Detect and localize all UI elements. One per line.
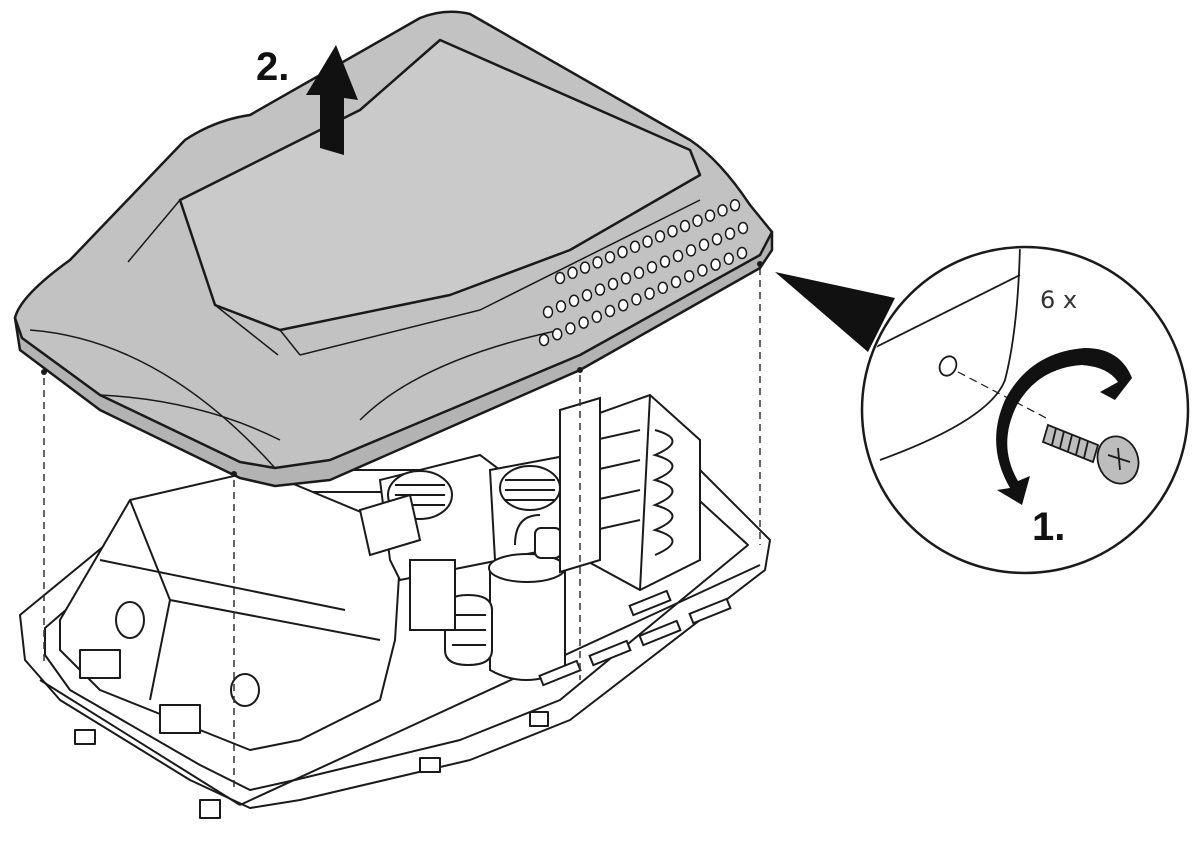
compressor-terminal [534,527,562,559]
up-arrow-icon [306,45,358,155]
base-foot [419,757,441,773]
vent-hole [657,281,669,295]
vent-hole [711,232,723,246]
vent-hole [579,261,591,274]
vent-hole [604,304,616,318]
vent-hole [654,230,666,243]
screw-count-label: 6 x [1040,286,1077,314]
screw-hole [41,369,47,375]
vent-hole [672,249,684,263]
cover-edge-detail [869,274,1021,351]
base-foot [199,799,221,819]
vent-hole [697,264,708,277]
vent-hole [710,258,721,271]
screw-hole [231,471,237,477]
compressor [409,514,566,681]
vent-hole [591,310,603,324]
vent-hole [724,227,736,240]
vent-hole [581,288,593,302]
vent-hole [679,219,691,233]
step-1-label: 1. [1032,505,1065,549]
cover-vents [538,198,749,347]
vent-hole [617,245,628,259]
vent-hole [692,214,703,228]
base-vent-slots [538,589,732,687]
vent-hole [551,327,563,341]
screw-axis-line [957,371,1051,421]
screw-hole [757,261,763,267]
vent-hole [633,266,645,280]
detail-circle [860,245,1190,575]
base-tray-floor-line [39,679,241,806]
evaporator-housing [59,469,401,751]
vent-hole [631,293,642,306]
vent-hole [704,209,716,222]
vent-hole [644,287,655,300]
detail-callout: 6 x 1. [860,245,1190,575]
vent-hole [565,322,576,335]
vent-hole [717,204,728,217]
blower-fan-wheel [499,465,561,511]
cover-top-panel [178,38,702,332]
base-foot [529,711,549,727]
vent-hole [629,240,641,254]
housing-clip [79,649,121,679]
vent-hole [617,298,629,312]
detail-screw-hole [938,355,958,377]
base-tray-floor-line [239,564,761,806]
alignment-guides [43,268,761,790]
base-foot [74,729,96,745]
housing-knob [115,601,145,639]
vent-hole [592,256,603,269]
cover-screw-holes [41,261,763,477]
housing-clip [159,704,201,734]
screw-hole [577,367,583,373]
fan-motor [358,493,422,557]
vent-hole [542,305,554,319]
vent-hole [646,260,658,274]
screw-icon [1041,423,1140,485]
vent-hole [554,271,566,285]
condenser-coil [559,393,701,592]
vent-hole [736,246,748,260]
capacitor-box [409,559,456,631]
vent-hole [642,235,653,248]
counterclockwise-arrow-icon [996,348,1132,505]
step-2-label: 2. [256,45,289,89]
cover-edge-detail [879,249,1021,461]
vent-hole [698,238,710,252]
vent-hole [607,277,619,291]
vent-hole [604,250,616,264]
callout-pointer [775,272,895,352]
vent-hole [723,252,735,266]
vent-hole [685,244,697,257]
vent-hole [568,294,580,308]
vent-hole [620,272,632,285]
vent-hole [683,269,695,283]
vent-hole [667,224,678,238]
vent-hole [538,333,550,347]
vent-hole [659,255,671,268]
vent-hole [670,275,682,289]
vent-hole [594,283,606,296]
vent-hole [555,300,567,313]
vent-hole [567,266,578,280]
vent-hole [737,221,749,235]
vent-hole [729,198,741,212]
vent-hole [578,316,589,329]
housing-knob [230,673,260,707]
